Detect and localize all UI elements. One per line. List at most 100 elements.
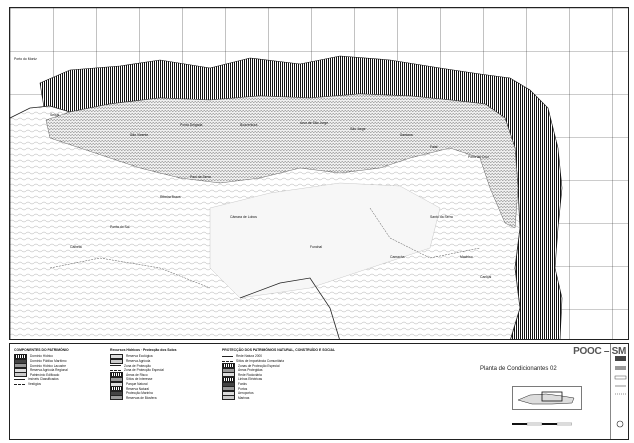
legend-label: Sítios de Interesse — [126, 377, 153, 382]
legend-label: Reservas de Biosfera — [126, 395, 157, 400]
legend-entry: Reservas de Biosfera — [110, 395, 210, 401]
legend-label: Reserva Agrícola Regional — [30, 368, 68, 373]
settlement-label: Funchal — [310, 245, 322, 249]
map-legend: COMPONENTES DO PATRIMÓNIO Domínio Hídric… — [9, 343, 629, 440]
legend-swatch — [222, 367, 235, 373]
settlement-label: Camacha — [390, 255, 405, 259]
scale-bar — [512, 422, 572, 426]
legend-swatch — [222, 356, 233, 357]
settlement-label: Ribeira Brava — [160, 195, 181, 199]
settlement-label: Santana — [400, 133, 413, 137]
legend-swatch — [222, 372, 235, 378]
settlement-label: Seixal — [50, 113, 59, 117]
road — [239, 277, 340, 339]
legend-entry: Sítios de Interesse — [110, 376, 210, 382]
settlement-label: Porto da Cruz — [468, 155, 489, 159]
legend-entry: Portos — [222, 386, 362, 392]
legend-swatch — [110, 365, 121, 367]
legend-entry: Zona de Protecção Especial — [110, 368, 210, 373]
settlement-label: Paul da Serra — [190, 175, 211, 179]
settlement-label: Boaventura — [240, 123, 257, 127]
sidebar-symbols — [614, 356, 627, 428]
legend-swatch — [14, 358, 27, 364]
settlement-label: Arco de São Jorge — [300, 121, 328, 125]
legend-swatch — [14, 378, 25, 380]
legend-swatch — [110, 381, 123, 387]
legend-swatch — [110, 372, 123, 378]
sheet-sidebar — [610, 344, 628, 439]
legend-swatch — [110, 386, 123, 392]
title-block: POOC – SM Planta de Condicionantes 02 — [480, 346, 626, 438]
legend-entry: Rede Natura 2000 — [222, 354, 362, 359]
legend-swatch — [110, 390, 123, 396]
legend-column-title: PROTECÇÃO DOS PATRIMÓNIOS NATURAL, CONST… — [222, 348, 336, 352]
legend-swatch — [110, 376, 123, 382]
road — [369, 207, 481, 259]
central-plateau — [209, 182, 441, 299]
settlement-label: Porto do Moniz — [14, 57, 37, 61]
legend-swatch — [14, 383, 25, 385]
legend-label: Zona de Protecção Especial — [124, 368, 164, 373]
legend-swatch — [222, 376, 235, 382]
legend-label: Protecção Marinha — [126, 391, 153, 396]
legend-label: Rede Rodoviária — [238, 372, 262, 377]
plan-title: Planta de Condicionantes 02 — [480, 366, 557, 372]
legend-entry: Zonas de Protecção Especial — [222, 363, 362, 369]
legend-entry: Linhas Eléctricas — [222, 376, 362, 382]
settlement-label: Santo da Serra — [430, 215, 453, 219]
settlement-label: Machico — [460, 255, 473, 259]
legend-label: Domínio Hídrico Lacustre — [30, 363, 66, 368]
settlement-label: São Vicente — [130, 133, 148, 137]
location-inset-map — [512, 386, 582, 410]
legend-label: Marinas — [238, 395, 250, 400]
legend-label: Parque Natural — [126, 381, 148, 386]
legend-label: Rede Natura 2000 — [236, 354, 263, 359]
pooc-logo: POOC – SM — [573, 346, 626, 357]
legend-entry: Reserva Agrícola — [110, 358, 210, 364]
legend-entry: Sítios de Importância Comunitária — [222, 359, 362, 364]
legend-label: Portos — [238, 386, 248, 391]
legend-swatch — [222, 386, 235, 392]
legend-entry: Domínio Hídrico Lacustre — [14, 363, 104, 369]
legend-column-1: COMPONENTES DO PATRIMÓNIO Domínio Hídric… — [14, 348, 104, 386]
legend-swatch — [110, 354, 123, 359]
legend-swatch — [14, 372, 27, 378]
legend-label: Faróis — [238, 381, 247, 386]
legend-entry: Reserva Natural — [110, 386, 210, 392]
legend-swatch — [222, 390, 235, 396]
legend-label: Reserva Natural — [126, 386, 150, 391]
legend-swatch — [110, 369, 121, 371]
legend-label: Áreas Protegidas — [238, 368, 263, 373]
settlement-label: Ponta Delgada — [180, 123, 203, 127]
legend-entry: Reserva Ecológica — [110, 354, 210, 359]
legend-label: Imóveis Classificados — [28, 377, 59, 382]
legend-label: Reserva Agrícola — [126, 358, 151, 363]
legend-label: Reserva Ecológica — [126, 354, 153, 359]
legend-entry: Aeroportos — [222, 390, 362, 396]
legend-label: Áreas de Risco — [126, 372, 148, 377]
legend-label: Zona de Protecção — [124, 363, 151, 368]
settlement-label: Câmara de Lobos — [230, 215, 257, 219]
legend-swatch — [222, 395, 235, 401]
legend-entry: Áreas de Risco — [110, 372, 210, 378]
legend-label: Vestígios — [28, 381, 41, 386]
legend-label: Património Edificado — [30, 372, 60, 377]
legend-column-3: PROTECÇÃO DOS PATRIMÓNIOS NATURAL, CONST… — [222, 348, 362, 401]
settlement-label: Faial — [430, 145, 438, 149]
legend-entry: Parque Natural — [110, 381, 210, 387]
legend-swatch — [14, 367, 27, 373]
legend-swatch — [14, 354, 27, 359]
legend-entry: Áreas Protegidas — [222, 367, 362, 373]
legend-entry: Zona de Protecção — [110, 363, 210, 368]
settlement-label: Caniçal — [480, 275, 492, 279]
legend-entry: Reserva Agrícola Regional — [14, 367, 104, 373]
legend-swatch — [222, 360, 233, 362]
legend-label: Sítios de Importância Comunitária — [236, 358, 285, 363]
legend-swatch — [14, 363, 27, 369]
legend-swatch — [110, 395, 123, 401]
legend-column-title: Recursos Hídricos · Protecção dos Solos — [110, 348, 177, 352]
